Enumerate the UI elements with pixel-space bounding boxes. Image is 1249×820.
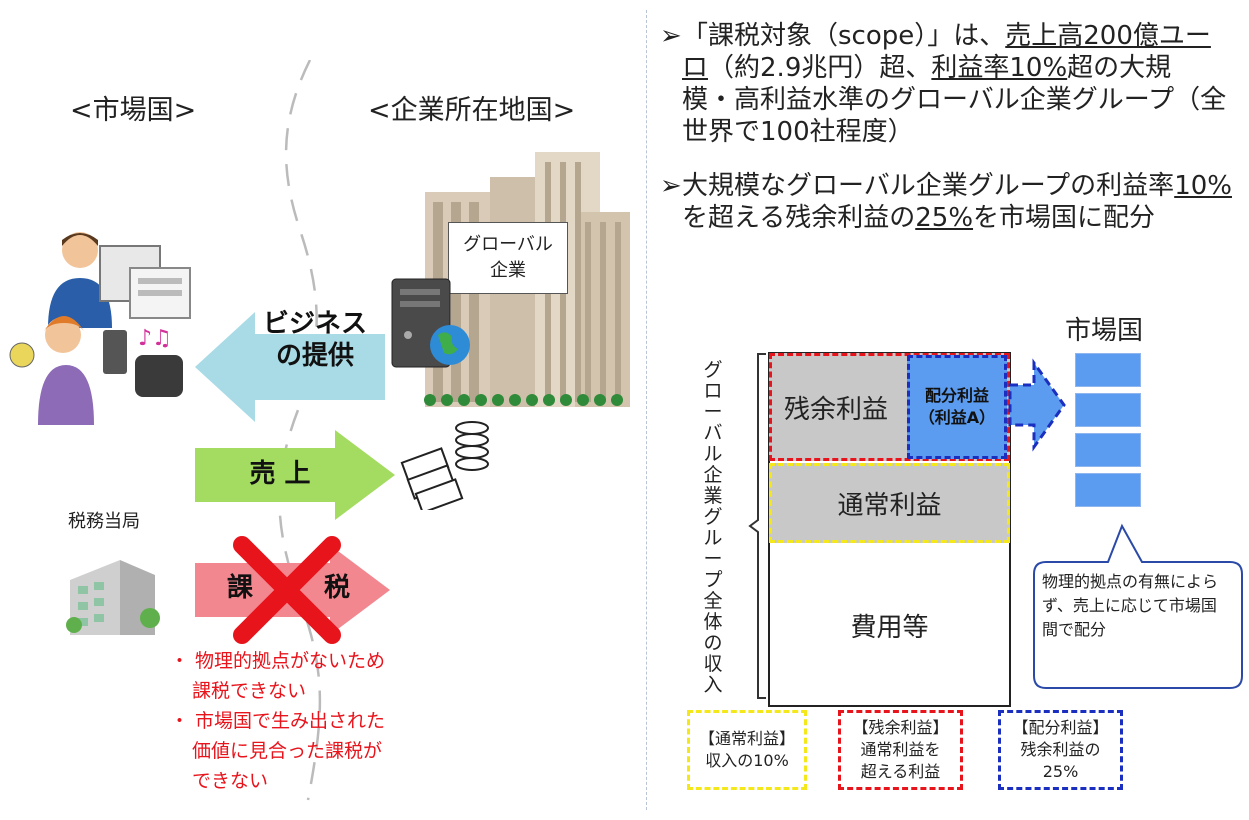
legend-residual-profit-line3: 超える利益 <box>860 762 941 781</box>
legend-allocated-profit-line2: 残余利益の <box>1020 740 1101 759</box>
border-wave-line <box>278 60 322 801</box>
sales-label: 売 上 <box>249 459 311 489</box>
legend-allocated-profit-line3: 25% <box>1042 762 1079 781</box>
problem-2-line1: ・ 市場国で生み出された <box>170 710 386 732</box>
bullet-line: 模・高利益水準のグローバル企業グループ（全 <box>682 84 1245 116</box>
company-country-title: <企業所在地国> <box>368 95 576 126</box>
problem-1-line2: 課税できない <box>192 680 307 702</box>
tax-office-building-icon <box>66 560 160 635</box>
legend-normal-profit-line1: 【通常利益】 <box>698 729 795 748</box>
normal-profit-block: 通常利益 <box>769 463 1010 543</box>
global-company-label-line1: グローバル <box>463 234 553 255</box>
market-block-4 <box>1075 473 1141 507</box>
market-block-3 <box>1075 433 1141 467</box>
bullet-line: 「課税対象（scope）」は、売上高200億ユー <box>682 20 1245 52</box>
revenue-brace <box>748 353 766 699</box>
underlined-text: 利益率10% <box>931 53 1068 83</box>
legend-residual-profit-line1: 【残余利益】 <box>852 718 949 737</box>
underlined-text: ロ <box>682 53 709 83</box>
bullet-scope: ➢「課税対象（scope）」は、売上高200億ユーロ（約2.9兆円）超、利益率1… <box>660 20 1245 148</box>
business-provision-label: ビジネス の提供 <box>260 308 370 372</box>
tax-problem-list: ・ 物理的拠点がないため 課税できない ・ 市場国で生み出された 価値に見合った… <box>170 646 385 796</box>
bullet-marker: ➢ <box>660 21 682 51</box>
callout-bubble <box>1033 523 1243 689</box>
total-revenue-vertical-label: グローバル企業グループ全体の収入 <box>703 359 723 696</box>
costs-block: 費用等 <box>769 545 1010 706</box>
underlined-text: 25% <box>915 203 974 233</box>
bullet-allocation: ➢大規模なグローバル企業グループの利益率10%を超える残余利益の25%を市場国に… <box>660 170 1245 234</box>
bullet-text: 超の大規 <box>1067 53 1172 83</box>
callout-line2: ず、売上に応じて市場国 <box>1042 596 1217 615</box>
user-computer-icon <box>48 232 191 328</box>
bullet-text: 大規模なグローバル企業グループの利益率 <box>682 171 1175 201</box>
section-divider <box>646 10 647 810</box>
bullet-text: 世界で100社程度） <box>682 117 914 147</box>
global-company-label-line2: 企業 <box>490 260 526 281</box>
money-icon <box>400 421 489 510</box>
bullet-text: （約2.9兆円）超、 <box>708 53 932 83</box>
server-icon <box>391 278 470 368</box>
business-provision-arrow <box>195 312 385 422</box>
problem-1-line1: ・ 物理的拠点がないため <box>170 650 386 672</box>
callout-line1: 物理的拠点の有無によら <box>1042 572 1219 591</box>
bullet-line: 世界で100社程度） <box>682 116 1245 148</box>
bullet-text: 模・高利益水準のグローバル企業グループ（全 <box>682 85 1227 115</box>
residual-profit-label: 残余利益 <box>784 394 889 425</box>
underlined-text: 売上高200億ユー <box>1005 21 1211 51</box>
problem-2-line3: できない <box>192 770 269 792</box>
bullet-text: を超える残余利益の <box>682 203 916 233</box>
legend-normal-profit-line2: 収入の10% <box>705 751 789 770</box>
bullet-text: を市場国に配分 <box>973 203 1156 233</box>
bullet-line: ロ（約2.9兆円）超、利益率10%超の大規 <box>682 52 1245 84</box>
taxation-label-right: 税 <box>323 573 350 603</box>
normal-profit-label: 通常利益 <box>837 490 942 521</box>
global-company-label: グローバル 企業 <box>448 222 568 294</box>
bullet-line: を超える残余利益の25%を市場国に配分 <box>682 202 1245 234</box>
problem-2-line2: 価値に見合った課税が <box>192 740 383 762</box>
legend-residual-profit-line2: 通常利益を <box>860 740 941 759</box>
scope-bullet-list: ➢「課税対象（scope）」は、売上高200億ユーロ（約2.9兆円）超、利益率1… <box>660 20 1245 234</box>
legend-allocated-profit: 【配分利益】 残余利益の 25% <box>998 710 1123 790</box>
legend-residual-profit: 【残余利益】 通常利益を 超える利益 <box>838 710 963 790</box>
market-block-2 <box>1075 393 1141 427</box>
market-country-title: <市場国> <box>70 95 197 126</box>
taxation-label-left: 課 <box>226 573 253 603</box>
bullet-text: 「課税対象（scope）」は、 <box>682 21 1006 51</box>
cross-mark-icon <box>233 536 341 644</box>
legend-normal-profit: 【通常利益】 収入の10% <box>687 710 807 790</box>
costs-label: 費用等 <box>850 613 929 643</box>
market-block-1 <box>1075 353 1141 387</box>
market-country-label: 市場国 <box>1065 316 1144 346</box>
consumer-devices-icon: ♪♫ <box>9 316 183 425</box>
business-provision-label-line2: の提供 <box>275 341 354 371</box>
legend-allocated-profit-line1: 【配分利益】 <box>1012 718 1109 737</box>
sales-arrow <box>195 430 395 520</box>
callout-line3: 間で配分 <box>1042 620 1107 639</box>
bullet-marker: ➢ <box>660 171 682 201</box>
svg-text:♪♫: ♪♫ <box>138 326 172 351</box>
allocated-profit-label-line1: 配分利益 <box>924 386 989 405</box>
allocated-profit-block: 配分利益 （利益A） <box>907 355 1007 459</box>
allocation-arrow <box>1008 358 1066 452</box>
tax-authority-label: 税務当局 <box>68 511 140 532</box>
underlined-text: 10% <box>1174 171 1232 201</box>
allocated-profit-label-line2: （利益A） <box>918 408 996 427</box>
bullet-line: 大規模なグローバル企業グループの利益率10% <box>682 170 1245 202</box>
callout-text: 物理的拠点の有無によら ず、売上に応じて市場国 間で配分 <box>1042 570 1242 642</box>
business-provision-label-line1: ビジネス <box>262 309 367 339</box>
